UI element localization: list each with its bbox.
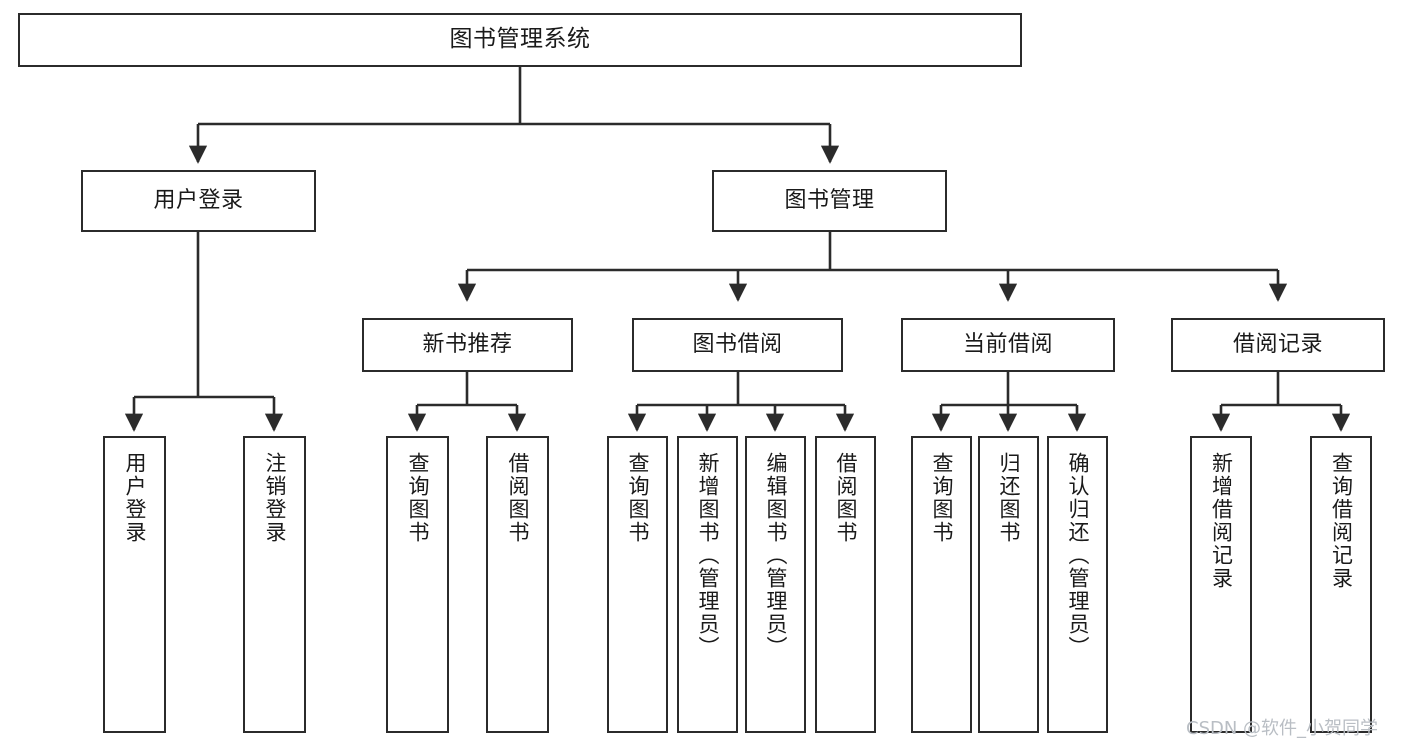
node-label: 新增图书（管理员） xyxy=(696,452,721,659)
leaf-book-borrow-query[interactable]: 查询图书 xyxy=(607,436,668,733)
node-label: 图书借阅 xyxy=(692,332,783,358)
node-label: 注销登录 xyxy=(263,452,288,544)
leaf-new-book-borrow[interactable]: 借阅图书 xyxy=(486,436,549,733)
leaf-book-borrow-add[interactable]: 新增图书（管理员） xyxy=(677,436,738,733)
node-label: 编辑图书（管理员） xyxy=(764,452,789,659)
node-label: 图书管理 xyxy=(784,188,875,214)
node-label: 当前借阅 xyxy=(962,332,1053,358)
node-label: 查询借阅记录 xyxy=(1329,452,1354,590)
node-label: 借阅图书 xyxy=(506,452,531,544)
node-label: 新书推荐 xyxy=(422,332,513,358)
node-label: 查询图书 xyxy=(930,452,955,544)
leaf-new-book-query[interactable]: 查询图书 xyxy=(386,436,449,733)
node-label: 确认归还（管理员） xyxy=(1066,452,1091,659)
leaf-user-login-logout[interactable]: 注销登录 xyxy=(243,436,306,733)
leaf-current-borrow-return[interactable]: 归还图书 xyxy=(978,436,1039,733)
node-label: 用户登录 xyxy=(153,188,244,214)
node-label: 归还图书 xyxy=(997,452,1022,544)
node-label: 新增借阅记录 xyxy=(1209,452,1234,590)
node-label: 查询图书 xyxy=(406,452,431,544)
leaf-current-borrow-query[interactable]: 查询图书 xyxy=(911,436,972,733)
leaf-current-borrow-confirm-return[interactable]: 确认归还（管理员） xyxy=(1047,436,1108,733)
csdn-watermark: CSDN @软件_小贺同学 xyxy=(1186,718,1379,739)
node-new-book-recommend[interactable]: 新书推荐 xyxy=(362,318,573,372)
leaf-user-login-login[interactable]: 用户登录 xyxy=(103,436,166,733)
node-user-login[interactable]: 用户登录 xyxy=(81,170,316,232)
node-label: 用户登录 xyxy=(123,452,148,544)
node-label: 借阅记录 xyxy=(1232,332,1323,358)
node-book-borrow[interactable]: 图书借阅 xyxy=(632,318,843,372)
leaf-borrow-records-add[interactable]: 新增借阅记录 xyxy=(1190,436,1252,733)
node-root-book-management-system[interactable]: 图书管理系统 xyxy=(18,13,1022,67)
node-book-management[interactable]: 图书管理 xyxy=(712,170,947,232)
leaf-book-borrow-borrow[interactable]: 借阅图书 xyxy=(815,436,876,733)
leaf-borrow-records-query[interactable]: 查询借阅记录 xyxy=(1310,436,1372,733)
leaf-book-borrow-edit[interactable]: 编辑图书（管理员） xyxy=(745,436,806,733)
node-label: 借阅图书 xyxy=(834,452,859,544)
node-current-borrow[interactable]: 当前借阅 xyxy=(901,318,1115,372)
node-label: 查询图书 xyxy=(626,452,651,544)
node-label: 图书管理系统 xyxy=(449,26,591,53)
node-borrow-records[interactable]: 借阅记录 xyxy=(1171,318,1385,372)
